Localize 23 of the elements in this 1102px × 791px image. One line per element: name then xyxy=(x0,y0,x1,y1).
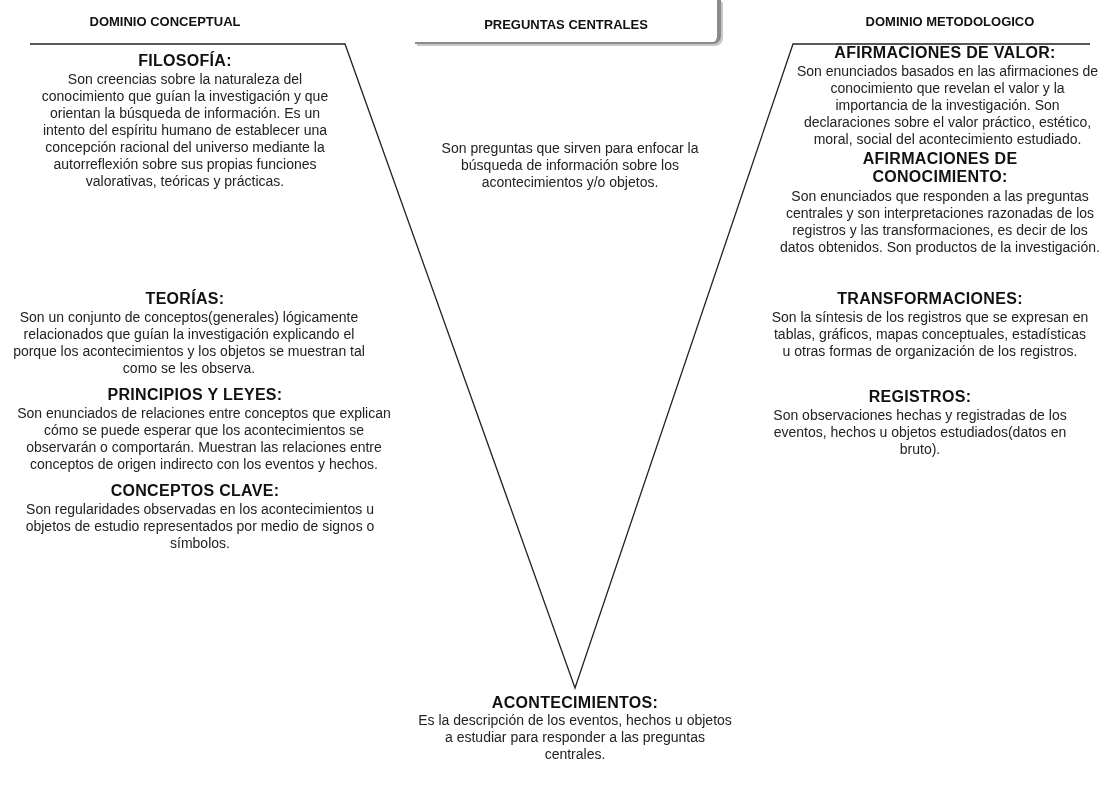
term-heading: AFIRMACIONES DE CONOCIMIENTO: xyxy=(861,150,1019,186)
term-heading: PRINCIPIOS Y LEYES: xyxy=(106,386,284,404)
term-heading: FILOSOFÍA: xyxy=(137,52,233,70)
section-heading: DOMINIO METODOLOGICO xyxy=(864,14,1036,30)
term-description: Son la síntesis de los registros que se expresan en tablas, gráficos, mapas conceptuales, estadísticas u otras formas de organización de los registros. xyxy=(770,309,1090,360)
term-description: Son enunciados que responden a las preguntas centrales y son interpretaciones razonadas de los registros y las transformaciones, es decir de los datos obtenidos. Son productos de la investigación. xyxy=(780,188,1100,256)
term-description: Son regularidades observadas en los acontecimientos u objetos de estudio representados por medio de signos o símbolos. xyxy=(24,501,376,552)
term-heading: CONCEPTOS CLAVE: xyxy=(109,482,281,500)
term-description: Son enunciados de relaciones entre conceptos que explican cómo se puede esperar que los acontecimientos se observarán o comportarán. Muestran las relaciones entre conceptos de origen indirecto con los eventos y hechos. xyxy=(16,405,392,473)
term-description: Son enunciados basados en las afirmaciones de conocimiento que revelan el valor y la importancia de la investigación. Son declaraciones sobre el valor práctico, estético, moral, social del acontecimiento estudiado. xyxy=(795,63,1100,148)
term-heading: TEORÍAS: xyxy=(144,290,226,308)
term-description: Son creencias sobre la naturaleza del conocimiento que guían la investigación y que orientan la búsqueda de información. Es un intento del espíritu humano de establecer una concepción racional del universo mediante la autorreflexión sobre sus propias funciones valorativas, teóricas y prácticas. xyxy=(40,71,330,190)
box-title: PREGUNTAS CENTRALES xyxy=(484,15,648,34)
term-description: Son observaciones hechas y registradas de los eventos, hechos u objetos estudiados(datos en bruto). xyxy=(772,407,1068,458)
term-heading: AFIRMACIONES DE VALOR: xyxy=(833,44,1057,62)
term-description: Es la descripción de los eventos, hechos u objetos a estudiar para responder a las preguntas centrales. xyxy=(417,712,733,763)
term-description: Son preguntas que sirven para enfocar la búsqueda de información sobre los acontecimientos y/o objetos. xyxy=(440,140,700,191)
section-heading: DOMINIO CONCEPTUAL xyxy=(88,14,242,30)
question-tab xyxy=(415,0,721,44)
term-heading: ACONTECIMIENTOS: xyxy=(490,694,660,712)
term-description: Son un conjunto de conceptos(generales) lógicamente relacionados que guían la investigación explicando el porque los acontecimientos y los objetos se muestran tal como se les observa. xyxy=(12,309,366,377)
term-heading: REGISTROS: xyxy=(867,388,973,406)
term-heading: TRANSFORMACIONES: xyxy=(836,290,1024,308)
